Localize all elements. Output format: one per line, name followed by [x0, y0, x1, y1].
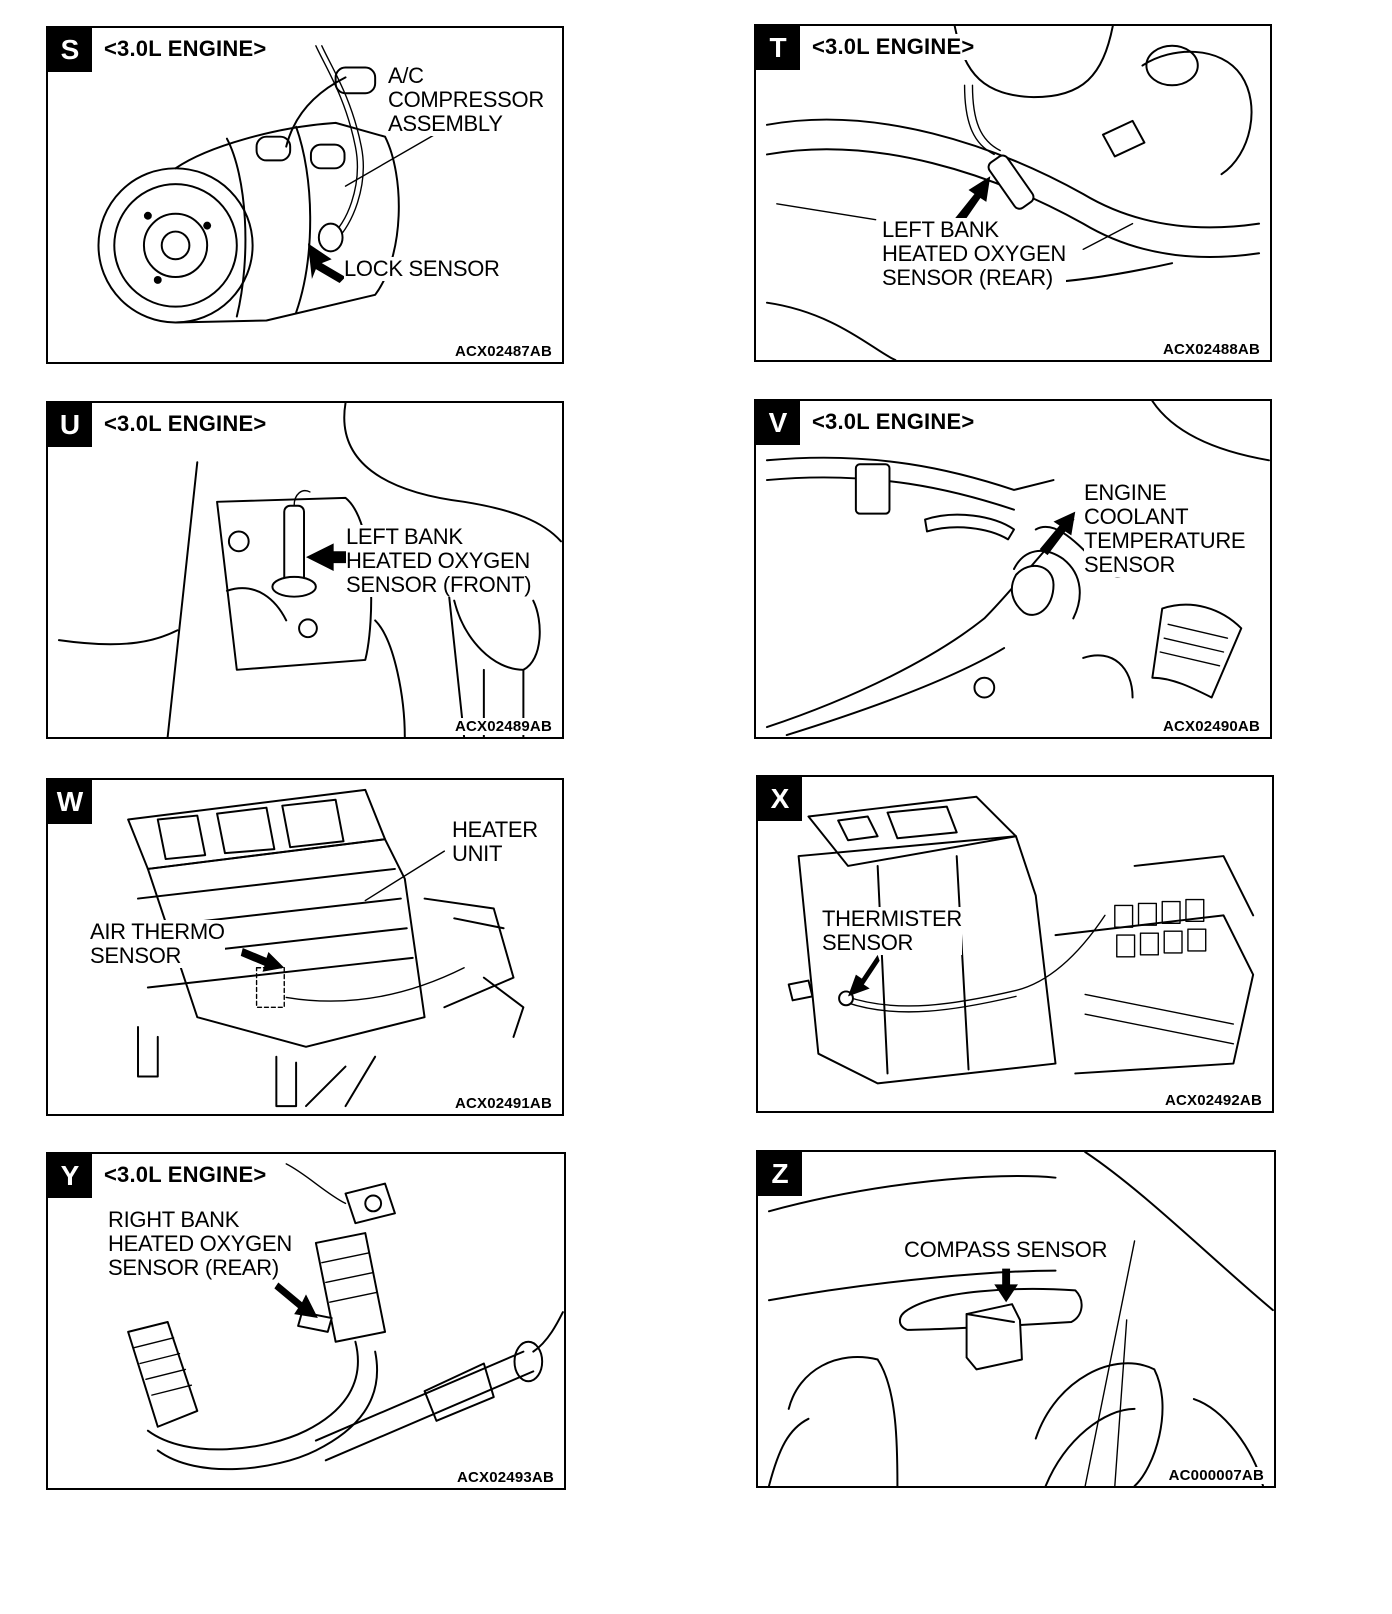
thermister-sensor-drawing — [787, 795, 1255, 1085]
coolant-temp-sensor-drawing — [765, 401, 1270, 737]
panel-v: V <3.0L ENGINE> ENGINE COOLANT TEMPERATU… — [754, 399, 1272, 739]
sensor-label: LEFT BANK HEATED OXYGEN SENSOR (FRONT) — [346, 525, 532, 597]
panel-letter: X — [758, 777, 802, 821]
figure-code: ACX02489AB — [452, 718, 554, 735]
engine-label: <3.0L ENGINE> — [810, 409, 977, 435]
figure-code: ACX02487AB — [452, 343, 554, 360]
label-line: SENSOR — [822, 931, 963, 955]
label-line: TEMPERATURE — [1084, 528, 1246, 553]
air-thermo-sensor-label: AIR THERMO SENSOR — [90, 920, 225, 968]
figure-code: ACX02493AB — [454, 1469, 556, 1486]
figure-code: ACX02492AB — [1162, 1092, 1264, 1109]
compass-sensor-label: COMPASS SENSOR — [904, 1237, 1108, 1262]
left-bank-rear-o2-drawing — [765, 26, 1261, 360]
engine-label: <3.0L ENGINE> — [810, 34, 977, 60]
panel-s: S <3.0L ENGINE> A/C COMPRESSOR ASSEMBLY … — [46, 26, 564, 364]
compass-sensor-drawing — [767, 1152, 1274, 1486]
label-line: ENGINE — [1084, 481, 1246, 505]
label-line: HEATED OXYGEN — [108, 1231, 292, 1256]
panel-letter: V — [756, 401, 800, 445]
engine-label: <3.0L ENGINE> — [102, 36, 269, 62]
label-line: HEATED OXYGEN — [882, 241, 1066, 266]
label-line: LEFT BANK — [882, 218, 1066, 242]
label-line: SENSOR (REAR) — [882, 266, 1066, 290]
panel-y: Y <3.0L ENGINE> RIGHT BANK HEATED OXYGEN… — [46, 1152, 566, 1490]
label-line: SENSOR — [90, 944, 225, 968]
label-line: RIGHT BANK — [108, 1208, 292, 1232]
panel-letter: Z — [758, 1152, 802, 1196]
sensor-label: LEFT BANK HEATED OXYGEN SENSOR (REAR) — [882, 218, 1066, 290]
label-line: LOCK SENSOR — [344, 256, 500, 281]
label-line: ASSEMBLY — [388, 112, 544, 136]
thermister-sensor-label: THERMISTER SENSOR — [822, 907, 962, 955]
label-line: SENSOR (REAR) — [108, 1256, 292, 1280]
panel-letter: S — [48, 28, 92, 72]
engine-label: <3.0L ENGINE> — [102, 411, 269, 437]
label-line: COMPASS SENSOR — [904, 1237, 1108, 1262]
engine-label: <3.0L ENGINE> — [102, 1162, 269, 1188]
panel-t: T <3.0L ENGINE> LEFT BANK HEATED OXYGEN … — [754, 24, 1272, 362]
panel-x: X THERMISTER SENSOR ACX02492AB — [756, 775, 1274, 1113]
panel-u: U <3.0L ENGINE> LEFT BANK HEATED OXYGEN … — [46, 401, 564, 739]
label-line: SENSOR — [1084, 553, 1246, 577]
figure-code: ACX02491AB — [452, 1095, 554, 1112]
label-line: COMPRESSOR — [388, 87, 544, 112]
panel-letter: U — [48, 403, 92, 447]
left-bank-front-o2-drawing — [57, 403, 562, 737]
label-line: HEATED OXYGEN — [346, 548, 532, 573]
label-line: COOLANT — [1084, 505, 1246, 529]
label-line: SENSOR (FRONT) — [346, 572, 532, 597]
heater-unit-drawing — [127, 788, 525, 1108]
sensor-label: ENGINE COOLANT TEMPERATURE SENSOR — [1084, 481, 1246, 577]
figure-code: ACX02490AB — [1160, 718, 1262, 735]
label-line: LEFT BANK — [346, 525, 532, 549]
label-line: A/C — [388, 64, 544, 88]
sensor-label: RIGHT BANK HEATED OXYGEN SENSOR (REAR) — [108, 1208, 292, 1280]
panel-letter: W — [48, 780, 92, 824]
label-line: THERMISTER — [822, 906, 963, 931]
heater-unit-label: HEATER UNIT — [452, 818, 538, 866]
panel-z: Z COMPASS SENSOR AC000007AB — [756, 1150, 1276, 1488]
right-bank-rear-o2-drawing — [127, 1163, 564, 1471]
lock-sensor-label: LOCK SENSOR — [344, 257, 500, 281]
label-line: UNIT — [452, 842, 538, 866]
panel-w: W HEATER UNIT AIR THERMO SENSOR ACX02491… — [46, 778, 564, 1116]
figure-code: AC000007AB — [1166, 1467, 1266, 1484]
panel-letter: Y — [48, 1154, 92, 1198]
compressor-label: A/C COMPRESSOR ASSEMBLY — [388, 64, 544, 136]
label-line: HEATER — [452, 817, 538, 842]
figure-code: ACX02488AB — [1160, 341, 1262, 358]
label-line: AIR THERMO — [90, 919, 225, 944]
panel-letter: T — [756, 26, 800, 70]
